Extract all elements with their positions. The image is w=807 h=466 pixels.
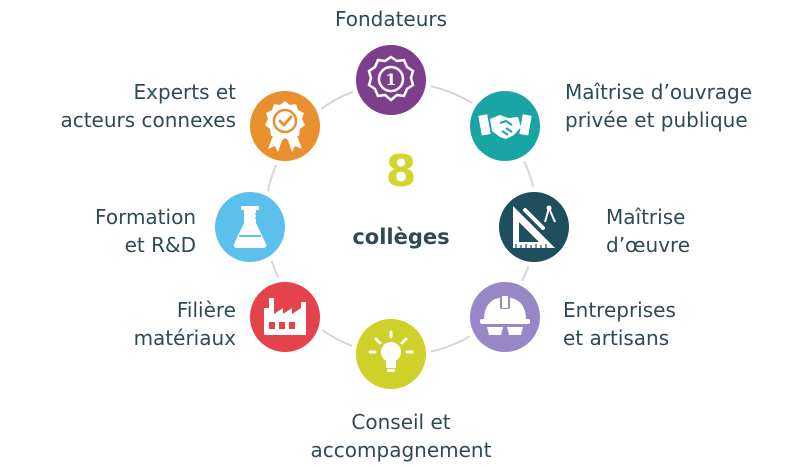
node-maitrise-oeuvre [499, 192, 569, 262]
node-maitrise-ouvrage [470, 91, 540, 161]
label-experts: Experts et acteurs connexes [20, 78, 236, 134]
node-entreprises [470, 282, 540, 352]
node-experts [250, 91, 320, 161]
label-line: et artisans [563, 326, 670, 350]
label-line: et R&D [124, 233, 196, 257]
label-line: Entreprises [563, 298, 676, 322]
label-line: Formation [95, 205, 196, 229]
label-conseil: Conseil et accompagnement [291, 408, 511, 464]
factory-icon [250, 282, 320, 352]
medal-number-one-icon: 1 [356, 45, 426, 115]
node-formation [215, 192, 285, 262]
award-badge-icon [250, 91, 320, 161]
label-fondateurs: Fondateurs [301, 5, 481, 33]
lab-flask-icon [215, 192, 285, 262]
colleges-word: collèges [352, 225, 450, 249]
node-filiere [250, 282, 320, 352]
node-conseil [356, 319, 426, 389]
svg-text:1: 1 [385, 70, 396, 89]
label-maitrise-ouvrage: Maîtrise d’ouvrage privée et publique [565, 78, 752, 134]
label-line: Experts et [133, 80, 236, 104]
label-filiere: Filière matériaux [60, 296, 236, 352]
label-maitrise-oeuvre: Maîtrise d’œuvre [606, 203, 690, 259]
node-fondateurs: 1 [356, 45, 426, 115]
light-bulb-icon [356, 319, 426, 389]
label-entreprises: Entreprises et artisans [563, 296, 676, 352]
label-line: matériaux [133, 326, 236, 350]
label-line: acteurs connexes [60, 108, 236, 132]
label-line: d’œuvre [606, 233, 691, 257]
label-line: Conseil et [351, 410, 451, 434]
label-formation: Formation et R&D [20, 203, 196, 259]
handshake-icon [470, 91, 540, 161]
colleges-count: 8 [385, 146, 417, 197]
label-line: Maîtrise d’ouvrage [565, 80, 753, 104]
label-line: Fondateurs [334, 7, 448, 31]
set-square-compass-icon [499, 192, 569, 262]
label-line: Filière [176, 298, 236, 322]
hard-hat-icon [470, 282, 540, 352]
label-line: accompagnement [310, 438, 492, 462]
label-line: privée et publique [565, 108, 748, 132]
label-line: Maîtrise [606, 205, 686, 229]
